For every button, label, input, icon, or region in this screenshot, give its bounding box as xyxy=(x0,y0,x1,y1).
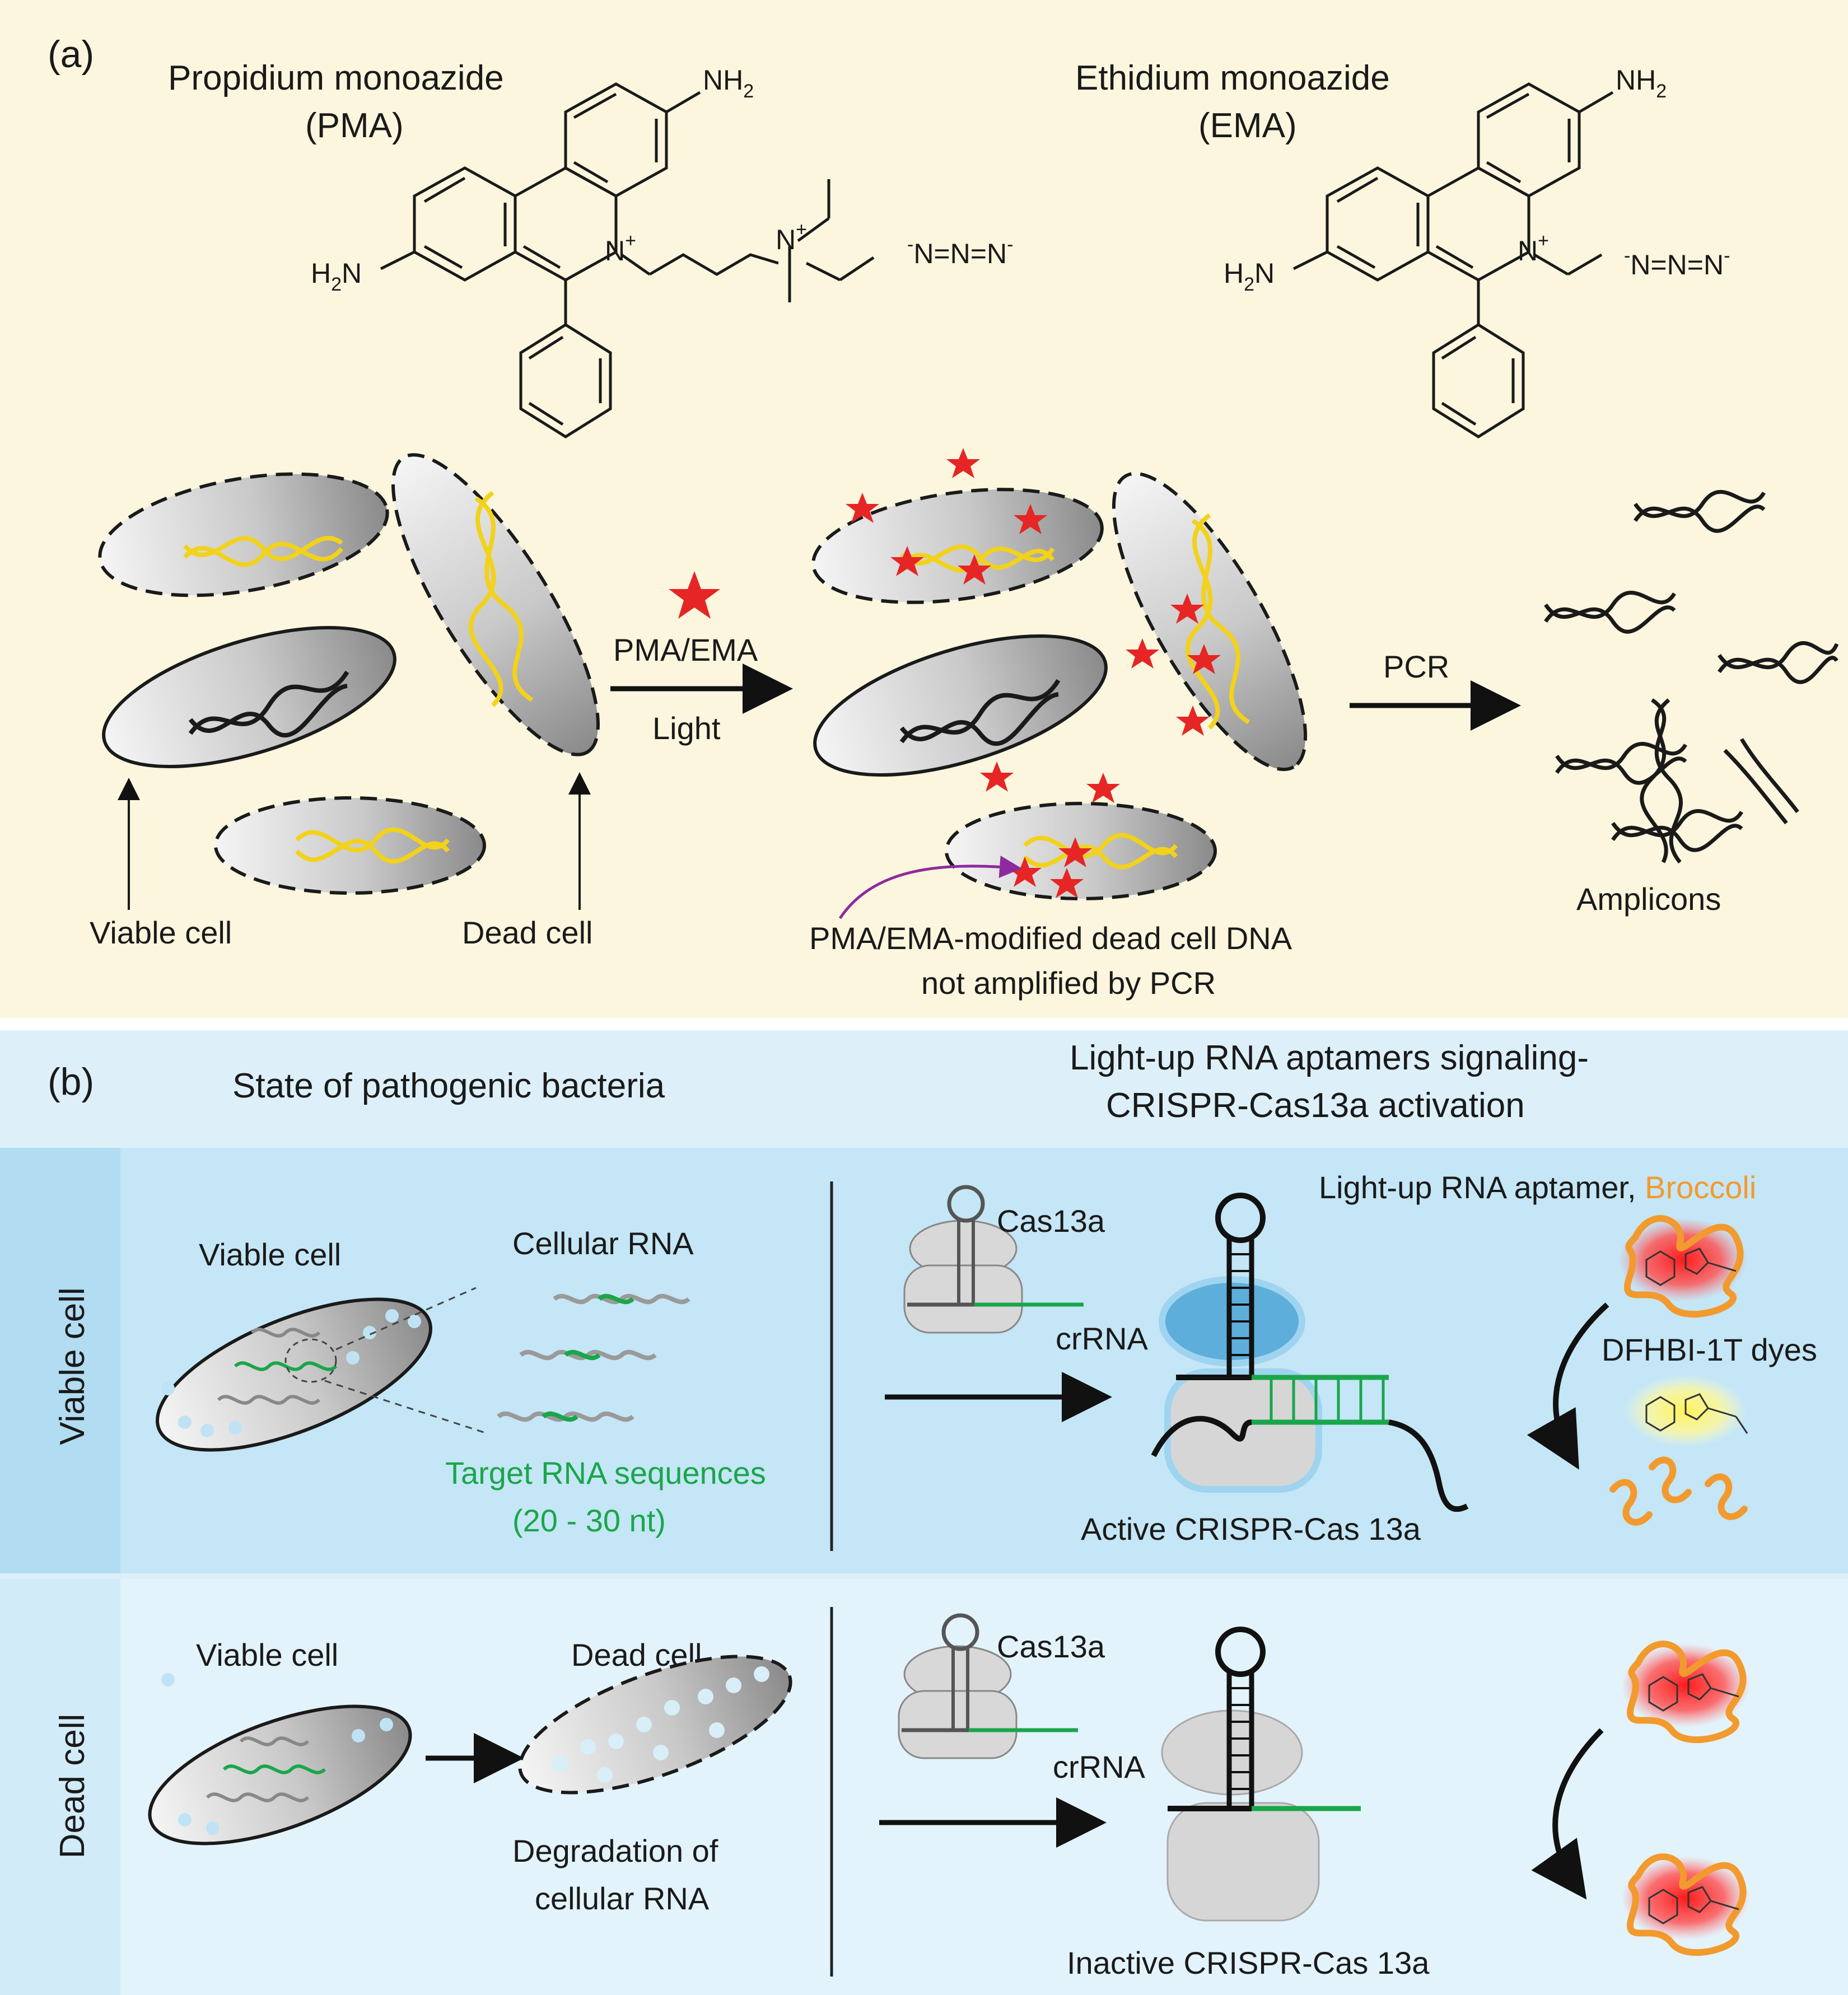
row-dead-label: Dead cell xyxy=(53,1714,92,1858)
pma-structure xyxy=(380,82,875,438)
dead-cell-top xyxy=(98,472,389,597)
pma-nh2: NH2 xyxy=(703,64,754,102)
degradation-label-1: Degradation of xyxy=(512,1833,718,1868)
row-viable-label-band xyxy=(0,1148,120,1573)
cellular-rna-title: Cellular RNA xyxy=(512,1226,694,1261)
pma-n-plus-quaternary: N+ xyxy=(776,219,807,255)
bound-dye-stars xyxy=(846,448,1221,898)
inactive-cas13a xyxy=(1161,1627,1361,1922)
inactive-cas13a-label: Inactive CRISPR-Cas 13a xyxy=(1067,1945,1430,1980)
panel-b-right-title-2: CRISPR-Cas13a activation xyxy=(1106,1086,1525,1125)
panel-b-right-title-1: Light-up RNA aptamers signaling- xyxy=(1070,1039,1589,1077)
pma-h2n: H2N xyxy=(311,258,362,295)
viable-cell-title: Viable cell xyxy=(199,1237,341,1272)
crrna-label-row1: crRNA xyxy=(1056,1321,1149,1356)
arrow1-label-bottom: Light xyxy=(652,711,721,746)
panel-a-label: (a) xyxy=(48,33,94,76)
panel-b-label: (b) xyxy=(48,1060,94,1103)
pcr-arrow-label: PCR xyxy=(1383,649,1449,684)
modified-dna-label-1: PMA/EMA-modified dead cell DNA xyxy=(809,921,1292,956)
broccoli-free-strands xyxy=(1609,1456,1748,1526)
dna-dead-2 xyxy=(474,496,534,702)
dna-viable xyxy=(188,670,349,735)
dna-dead-1 xyxy=(183,541,344,567)
dye-binding-arrow-row2 xyxy=(1531,1728,1604,1900)
ema-h2n: H2N xyxy=(1224,258,1275,295)
ema-structure xyxy=(1292,82,1614,438)
dead-cell-tilted xyxy=(391,453,600,756)
ema-nh2: NH2 xyxy=(1616,64,1667,102)
modified-dna-label-2: not amplified by PCR xyxy=(921,965,1216,1001)
cas13a-label-row1: Cas13a xyxy=(997,1203,1105,1239)
degradation-label-2: cellular RNA xyxy=(535,1881,710,1916)
viable-cell xyxy=(102,625,396,769)
pma-name-line1: Propidium monoazide xyxy=(168,59,504,97)
dfhbi-dye-row1 xyxy=(1624,1375,1748,1447)
cas13a-crrna-complex-row2 xyxy=(898,1613,1078,1759)
cellular-rna-strands xyxy=(497,1293,690,1422)
pma-name-line2: (PMA) xyxy=(305,106,404,145)
row-viable-label: Viable cell xyxy=(53,1287,92,1445)
dye-binding-arrow-row1 xyxy=(1527,1302,1609,1470)
arrow1-label-top: PMA/EMA xyxy=(613,632,758,667)
modified-dna-pointer xyxy=(838,856,1022,919)
active-cas13a xyxy=(1151,1193,1469,1512)
broccoli-dye-complex-row1 xyxy=(1618,1215,1747,1318)
broccoli-dye-complex-row2-top xyxy=(1621,1641,1750,1744)
cas13a-label-row2: Cas13a xyxy=(997,1629,1105,1664)
viable-cell-label: Viable cell xyxy=(90,915,232,950)
ema-name-line2: (EMA) xyxy=(1198,106,1297,145)
pma-azide: -N=N=N- xyxy=(907,234,1013,269)
aptamer-label: Light-up RNA aptamer, Broccoli xyxy=(1319,1170,1756,1205)
amplicons-label: Amplicons xyxy=(1576,881,1721,917)
pma-ema-star-icon xyxy=(669,571,720,619)
amplicons-group xyxy=(1544,490,1839,864)
treated-dead-cell-tilted xyxy=(1112,471,1308,772)
cas13a-crrna-complex-row1 xyxy=(903,1185,1084,1334)
viable-cell-row2 xyxy=(148,1673,412,1846)
crrna-label-row2: crRNA xyxy=(1053,1749,1146,1784)
viable-cell-title-row2: Viable cell xyxy=(196,1637,338,1672)
target-rna-label-1: Target RNA sequences xyxy=(445,1455,766,1491)
dead-cell-label: Dead cell xyxy=(462,915,592,950)
row-dead-label-band xyxy=(0,1579,120,1995)
target-rna-label-2: (20 - 30 nt) xyxy=(512,1503,666,1538)
ema-azide: -N=N=N- xyxy=(1624,245,1730,281)
pma-n-plus: N+ xyxy=(605,230,636,267)
broccoli-dye-complex-row2-bottom xyxy=(1621,1853,1750,1956)
dead-cell-bottom xyxy=(214,796,486,895)
viable-cell-rna xyxy=(156,1287,488,1452)
treated-viable-cell xyxy=(813,634,1108,777)
dead-cell-row2 xyxy=(518,1655,792,1795)
ema-n-plus: N+ xyxy=(1518,230,1549,267)
panel-b-left-title: State of pathogenic bacteria xyxy=(232,1067,665,1105)
ema-name-line1: Ethidium monoazide xyxy=(1075,59,1390,97)
dfhbi-label: DFHBI-1T dyes xyxy=(1602,1332,1817,1367)
active-cas13a-label: Active CRISPR-Cas 13a xyxy=(1081,1511,1421,1547)
